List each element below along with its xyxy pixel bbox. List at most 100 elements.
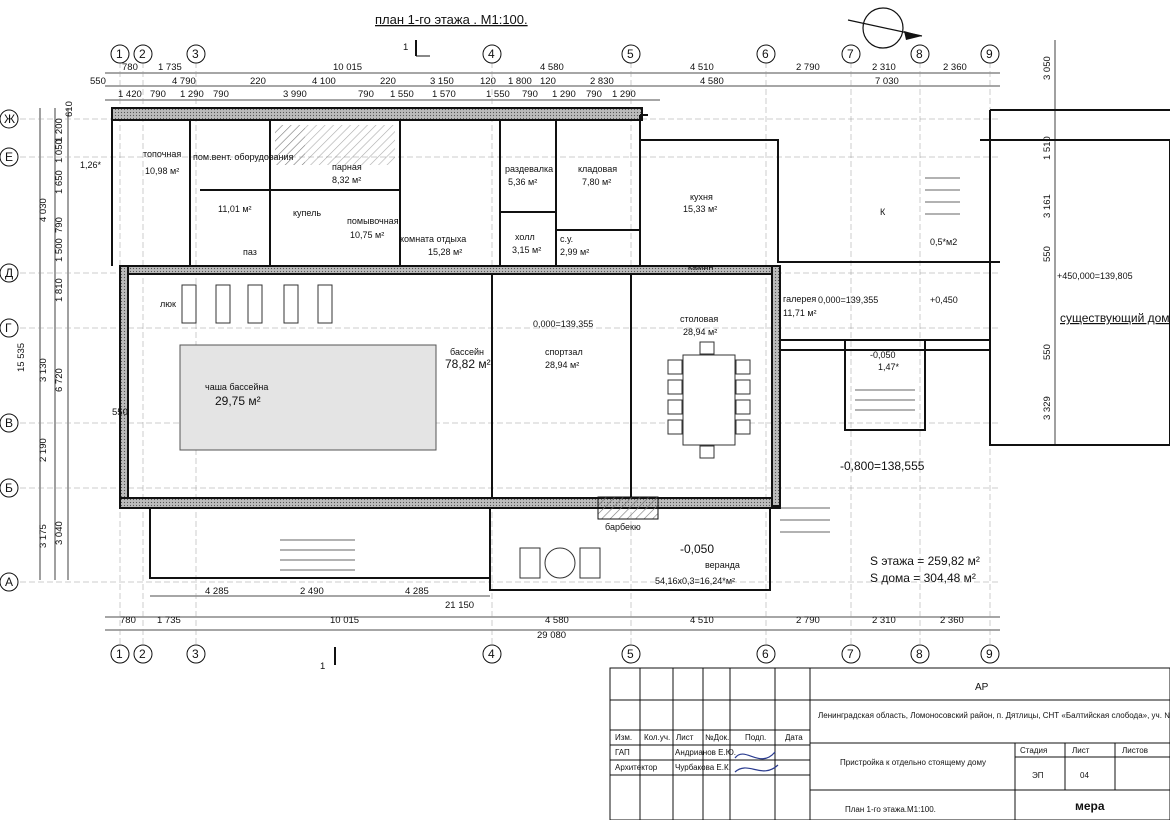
room-name: раздевалка [505,164,553,174]
svg-text:-0,050: -0,050 [870,350,896,360]
svg-text:10 015: 10 015 [333,62,362,73]
svg-text:550: 550 [1042,246,1053,262]
svg-text:4 580: 4 580 [545,615,569,626]
svg-text:4 285: 4 285 [205,586,229,597]
svg-text:4 100: 4 100 [312,76,336,87]
room-area: 29,75 м² [215,394,261,408]
room-area: 11,71 м² [783,308,817,318]
svg-text:1 290: 1 290 [552,89,576,100]
svg-text:4 580: 4 580 [540,62,564,73]
room-area: 10,98 м² [145,166,179,176]
svg-text:камин: камин [688,262,713,272]
svg-text:550: 550 [1042,344,1053,360]
room-name: кладовая [578,164,617,174]
svg-text:10 015: 10 015 [330,615,359,626]
svg-text:1 200: 1 200 [54,118,65,142]
section-mark-bottom: 1 [320,647,336,672]
svg-text:Андрианов Е.Ю.: Андрианов Е.Ю. [675,748,736,757]
svg-text:0,000=139,355: 0,000=139,355 [533,319,593,329]
svg-text:2 310: 2 310 [872,62,896,73]
svg-text:780: 780 [122,62,138,73]
logo: мера [1075,799,1105,813]
svg-text:3 329: 3 329 [1042,396,1053,420]
room-area: 2,99 м² [560,247,589,257]
room-area: 78,82 м² [445,357,491,371]
svg-text:21 150: 21 150 [445,600,474,611]
existing-house-label: существующий дом [1060,311,1170,325]
room-area: 54,16х0,3=16,24*м² [655,576,735,586]
svg-text:780: 780 [120,615,136,626]
dims-bottom: 4 285 2 490 4 285 21 150 780 1 735 10 01… [120,586,964,641]
svg-text:220: 220 [380,76,396,87]
svg-text:2: 2 [139,47,146,61]
room-area: 1,26* [80,160,102,170]
svg-text:люк: люк [160,299,176,309]
svg-text:-0,050: -0,050 [680,542,714,556]
veranda-furniture [519,547,601,579]
room-name: бассейн [450,347,484,357]
svg-text:790: 790 [54,217,65,233]
svg-text:Пристройка к отдельно стоящему: Пристройка к отдельно стоящему дому [840,758,986,767]
svg-text:9: 9 [986,647,993,661]
north-arrow-icon [847,7,923,49]
svg-text:паз: паз [243,247,257,257]
svg-text:Дата: Дата [785,733,803,742]
svg-text:6 720: 6 720 [54,368,65,392]
svg-text:4 790: 4 790 [172,76,196,87]
title-block [609,667,1170,820]
svg-text:Ж: Ж [4,112,15,126]
svg-text:2 790: 2 790 [796,62,820,73]
room-area: 1,47* [878,362,900,372]
svg-text:К: К [880,207,886,217]
svg-text:790: 790 [150,89,166,100]
svg-text:4 030: 4 030 [38,198,49,222]
pool-bowl [179,344,437,451]
svg-text:Подп.: Подп. [745,733,766,742]
svg-text:790: 790 [522,89,538,100]
room-area: 11,01 м² [218,204,252,214]
svg-text:1 550: 1 550 [486,89,510,100]
svg-text:2 360: 2 360 [940,615,964,626]
signature-marks [734,751,779,773]
svg-text:№Док.: №Док. [705,733,729,742]
room-area: 3,15 м² [512,245,541,255]
svg-text:4 510: 4 510 [690,615,714,626]
svg-text:6: 6 [762,647,769,661]
svg-text:существующий дом: существующий дом [1060,311,1170,325]
svg-text:8: 8 [916,47,923,61]
svg-text:5: 5 [627,47,634,61]
svg-text:4 285: 4 285 [405,586,429,597]
building-walls [111,107,1170,591]
dims-top: 780 1 735 10 015 4 580 4 510 2 790 2 310… [90,62,967,100]
svg-text:ГАП: ГАП [615,748,630,757]
room-name: спортзал [545,347,583,357]
axis-markers-top: 1 2 3 4 5 6 7 8 9 [110,44,1000,64]
svg-text:1 735: 1 735 [157,615,181,626]
room-name: чаша бассейна [205,382,268,392]
svg-text:Стадия: Стадия [1020,746,1047,755]
svg-text:1 510: 1 510 [1042,136,1053,160]
svg-text:790: 790 [586,89,602,100]
svg-text:+450,000=139,805: +450,000=139,805 [1057,271,1133,281]
room-area: 0,5*м2 [930,237,957,247]
room-name: кухня [690,192,713,202]
room-area: 15,28 м² [428,247,462,257]
section-mark-top: 1 [403,40,430,57]
svg-text:1: 1 [116,647,123,661]
svg-text:1 650: 1 650 [54,170,65,194]
svg-text:3 050: 3 050 [1042,56,1053,80]
room-name: веранда [705,560,740,570]
svg-text:А: А [5,575,13,589]
svg-text:S дома = 304,48 м²: S дома = 304,48 м² [870,571,976,585]
svg-text:04: 04 [1080,771,1089,780]
svg-text:АР: АР [975,682,989,693]
svg-text:барбекю: барбекю [605,522,641,532]
svg-text:220: 220 [250,76,266,87]
svg-text:План 1-го этажа.М1:100.: План 1-го этажа.М1:100. [845,805,936,814]
svg-text:Архитектор: Архитектор [615,763,658,772]
room-name: холл [515,232,535,242]
room-name: помывочная [347,216,399,226]
svg-text:1 420: 1 420 [118,89,142,100]
svg-text:4 580: 4 580 [700,76,724,87]
